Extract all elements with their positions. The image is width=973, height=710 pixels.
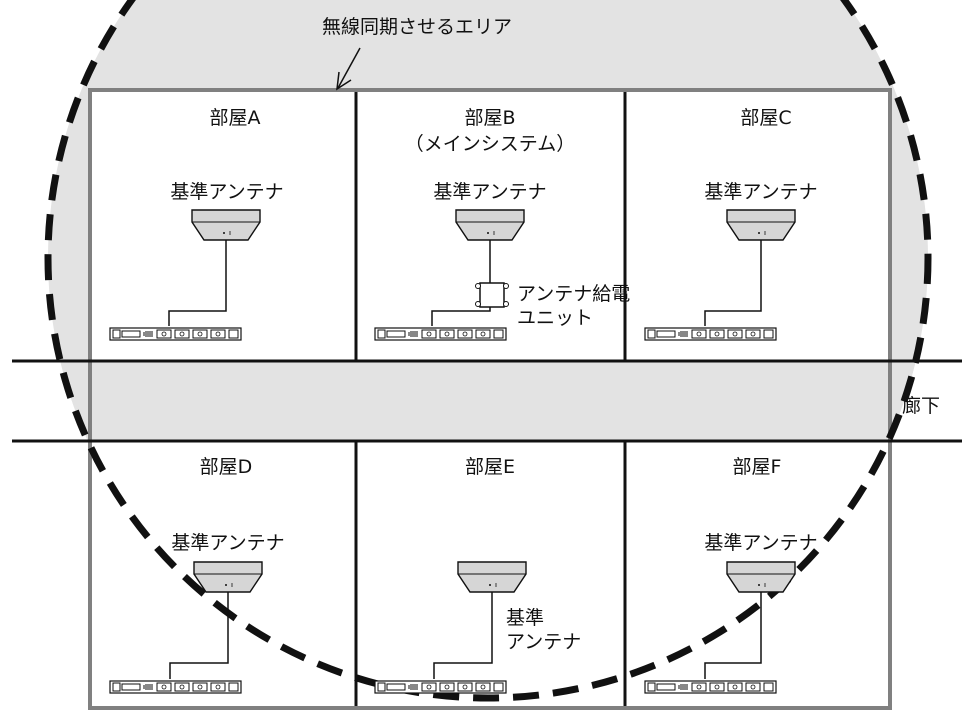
room-b: 部屋B （メインシステム） 基準アンテナ アンテナ給電 ユニット [374,107,630,341]
antenna-cable [169,592,229,679]
room-name: 部屋C [740,107,791,129]
antenna-label: 基準アンテナ [433,181,546,203]
antenna-cable [704,240,762,326]
antenna-cable [168,240,227,326]
area-label: 無線同期させるエリア [322,16,512,38]
feeder-cable [431,307,491,326]
antenna-label: 基準 [506,607,544,629]
room-name: 部屋E [465,456,515,478]
receiver-unit-icon [374,327,507,341]
corridor-label: 廊下 [902,395,940,417]
sync-area-boundary [44,0,932,702]
room-c: 部屋C 基準アンテナ [644,107,818,341]
room-d: 部屋D 基準アンテナ [109,456,285,694]
corridor-band [48,361,928,441]
reference-antenna-icon [726,561,796,593]
antenna-label-2: アンテナ [506,631,581,653]
reference-antenna-icon [726,209,796,241]
room-name: 部屋F [733,456,782,478]
room-subtitle: （メインシステム） [405,133,575,155]
area-callout-arrowhead [336,71,352,91]
reference-antenna-icon [191,209,261,241]
receiver-unit-icon [644,680,777,694]
area-callout-line [337,47,361,89]
room-name: 部屋B [464,107,515,129]
room-a: 部屋A 基準アンテナ [109,107,284,341]
room-name: 部屋A [210,107,261,129]
walls [12,92,962,706]
reference-antenna-icon [457,561,527,593]
receiver-unit-icon [644,327,777,341]
antenna-label: 基準アンテナ [171,532,284,554]
room-f: 部屋F 基準アンテナ [644,456,818,694]
reference-antenna-icon [455,209,525,241]
feeder-label: アンテナ給電 [517,283,630,305]
building-outline [88,88,892,710]
antenna-label: 基準アンテナ [704,181,817,203]
feeder-label-2: ユニット [517,307,593,329]
reference-antenna-icon [193,561,263,593]
room-e: 部屋E 基準 アンテナ [374,456,581,694]
receiver-unit-icon [109,327,242,341]
receiver-unit-icon [109,680,242,694]
room-name: 部屋D [200,456,253,478]
antenna-cable [433,592,493,679]
antenna-cable [704,592,762,679]
receiver-unit-icon [374,680,507,694]
antenna-feeder-unit-icon [475,282,509,308]
antenna-label: 基準アンテナ [704,532,817,554]
antenna-label: 基準アンテナ [170,181,283,203]
